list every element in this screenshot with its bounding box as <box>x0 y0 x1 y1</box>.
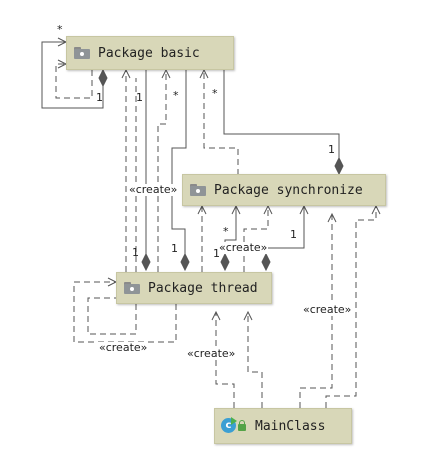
package-synchronize-node[interactable]: Package synchronize <box>182 174 386 206</box>
package-basic-node[interactable]: Package basic <box>66 36 234 70</box>
diamond-basic-self <box>98 68 108 88</box>
arrow-sync-basic <box>199 68 209 79</box>
sync-basic-one-label: 1 <box>328 143 335 156</box>
package-basic-label: Package basic <box>98 45 200 61</box>
thread-self-dependency <box>73 281 177 343</box>
package-icon <box>74 47 90 59</box>
package-synchronize-label: Package synchronize <box>214 182 363 198</box>
basic-self-composition-line <box>41 41 104 109</box>
main-sync-dependency-2 <box>325 206 377 408</box>
thread-basic-one-b-label: 1 <box>132 246 139 259</box>
arrow-thread-sync-1 <box>197 204 207 215</box>
sync-basic-star-label: * <box>212 87 218 100</box>
create-main-thread-label: «create» <box>186 347 237 360</box>
basic-self-one-label: 1 <box>96 91 103 104</box>
thread-basic-dependency-3 <box>157 70 167 272</box>
thread-basic-star-label: * <box>173 89 179 102</box>
main-class-label: MainClass <box>255 418 326 434</box>
package-icon <box>124 282 140 294</box>
diamond-thread-basic-2 <box>180 252 190 272</box>
package-thread-node[interactable]: Package thread <box>116 272 272 304</box>
package-icon <box>190 184 206 196</box>
arrow-thread-basic-1 <box>121 68 131 79</box>
thread-basic-one-label: 1 <box>136 91 143 104</box>
arrow-thread-sync-2 <box>231 204 241 215</box>
create-thread-basic-label: «create» <box>128 183 179 196</box>
arrow-main-thread-1 <box>211 310 221 321</box>
diamond-thread-sync-1 <box>220 252 230 272</box>
thread-basic-one-c-label: 1 <box>171 242 178 255</box>
arrow-main-sync-1 <box>327 212 337 223</box>
thread-sync-composition-2 <box>265 206 305 262</box>
create-main-sync-label: «create» <box>302 303 353 316</box>
class-icon: c <box>221 417 247 435</box>
diamond-sync-basic <box>334 156 344 176</box>
basic-self-dependency-line <box>55 63 93 99</box>
main-thread-dependency-2 <box>247 312 263 408</box>
sync-basic-composition <box>223 70 340 158</box>
main-class-node[interactable]: c MainClass <box>214 408 352 444</box>
arrow-thread-sync-3 <box>263 204 273 215</box>
diamond-thread-sync-2 <box>261 252 271 272</box>
arrow-thread-basic-2 <box>161 68 171 79</box>
thread-sync-one-b-label: 1 <box>290 228 297 241</box>
thread-sync-one-label: 1 <box>213 247 220 260</box>
basic-self-star-label: * <box>57 23 63 36</box>
main-sync-dependency-1 <box>299 214 333 408</box>
arrow-main-thread-2 <box>243 310 253 321</box>
arrow-main-sync-2 <box>371 204 381 215</box>
package-thread-label: Package thread <box>148 280 258 296</box>
diamond-thread-basic-1 <box>141 252 151 272</box>
sync-basic-dependency <box>203 70 239 175</box>
thread-sync-star-label: * <box>223 225 229 238</box>
create-thread-sync-label: «create» <box>218 241 269 254</box>
create-thread-self-label: «create» <box>98 341 149 354</box>
main-thread-dependency-1 <box>215 312 235 408</box>
arrow-thread-sync-4 <box>299 204 309 215</box>
thread-self-inner-line <box>87 297 137 335</box>
